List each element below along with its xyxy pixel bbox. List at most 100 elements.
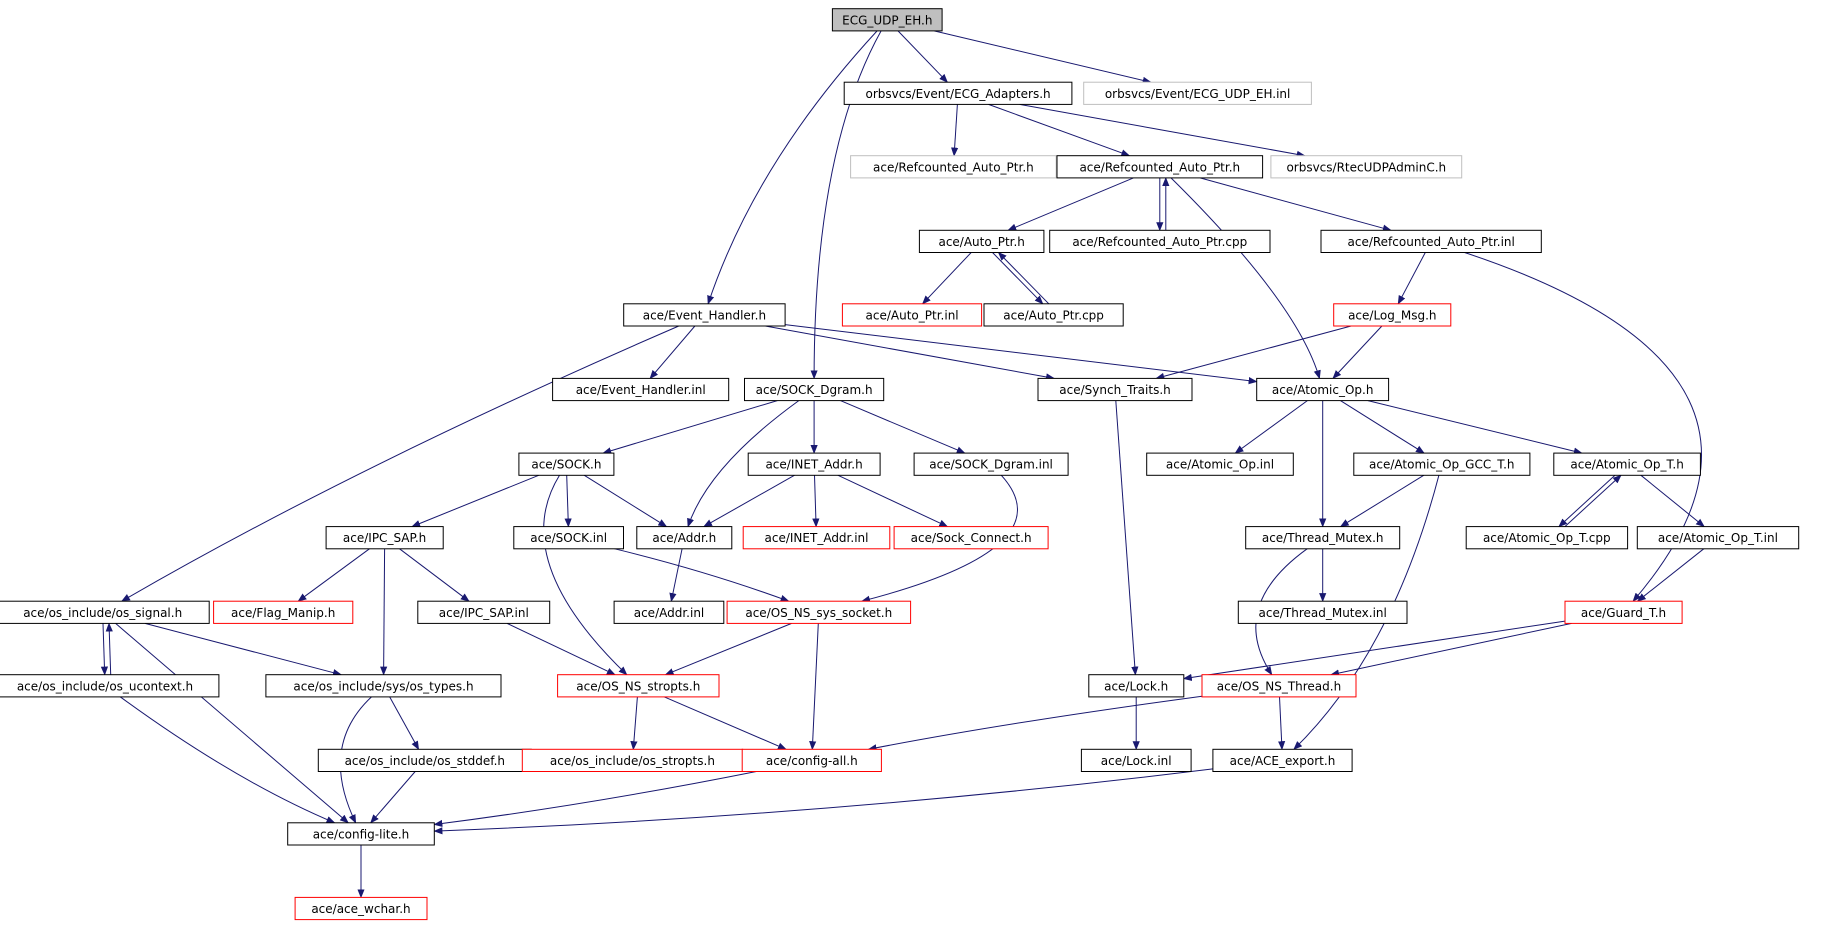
file-node-inet-addr[interactable]: ace/INET_Addr.h xyxy=(747,452,881,476)
node-box xyxy=(1212,748,1353,772)
edge-event-handler-to-os-signal xyxy=(121,325,679,602)
edge-auto-ptr-cpp-to-auto-ptr xyxy=(997,251,1050,305)
edge-log-msg-to-atomic-op xyxy=(1332,325,1383,380)
file-node-config-lite[interactable]: ace/config-lite.h xyxy=(287,822,435,846)
file-node-ecg-adapters[interactable]: orbsvcs/Event/ECG_Adapters.h xyxy=(843,81,1073,105)
node-label: ace/SOCK_Dgram.inl xyxy=(929,458,1053,472)
file-node-ace-export[interactable]: ace/ACE_export.h xyxy=(1212,748,1353,772)
node-box xyxy=(623,303,786,327)
edge-guard-t-to-lock xyxy=(1182,620,1566,681)
file-node-thread-mutex[interactable]: ace/Thread_Mutex.h xyxy=(1245,526,1401,550)
node-label: ace/Lock.h xyxy=(1104,679,1168,693)
file-node-lock-inl[interactable]: ace/Lock.inl xyxy=(1080,748,1192,772)
file-node-addr-inl[interactable]: ace/Addr.inl xyxy=(613,600,725,624)
edge-atomic-gcc-to-ace-export xyxy=(1293,475,1440,750)
node-label: ace/OS_NS_Thread.h xyxy=(1217,679,1341,693)
file-node-addr[interactable]: ace/Addr.h xyxy=(636,526,733,550)
edge-ace-export-to-config-lite xyxy=(433,768,1213,835)
node-box xyxy=(1256,377,1390,402)
node-box xyxy=(1080,748,1192,772)
node-label: ace/IPC_SAP.h xyxy=(343,531,426,545)
file-node-event-handler-inl[interactable]: ace/Event_Handler.inl xyxy=(552,377,730,402)
file-node-refc-cpp[interactable]: ace/Refcounted_Auto_Ptr.cpp xyxy=(1049,229,1271,254)
edge-root-to-ecg-adapters xyxy=(897,30,949,83)
file-node-config-all[interactable]: ace/config-all.h xyxy=(741,748,882,772)
file-node-ipc-sap[interactable]: ace/IPC_SAP.h xyxy=(325,526,444,550)
node-label: orbsvcs/Event/ECG_Adapters.h xyxy=(866,87,1051,101)
node-label: ace/Addr.inl xyxy=(634,606,705,620)
file-node-os-ns-stropts[interactable]: ace/OS_NS_stropts.h xyxy=(557,674,720,698)
file-node-sock[interactable]: ace/SOCK.h xyxy=(518,452,615,476)
node-box xyxy=(265,674,502,698)
edge-os-signal-to-os-ucontext xyxy=(100,623,109,676)
file-node-sock-dgram-inl[interactable]: ace/SOCK_Dgram.inl xyxy=(913,452,1069,476)
file-node-flag-manip[interactable]: ace/Flag_Manip.h xyxy=(213,600,354,624)
file-node-os-stropts[interactable]: ace/os_include/os_stropts.h xyxy=(521,748,744,772)
file-node-thread-mutex-inl[interactable]: ace/Thread_Mutex.inl xyxy=(1237,600,1408,624)
file-node-ipc-sap-inl[interactable]: ace/IPC_SAP.inl xyxy=(417,600,551,624)
node-label: ace/config-lite.h xyxy=(313,827,410,841)
file-node-sock-dgram[interactable]: ace/SOCK_Dgram.h xyxy=(744,377,885,402)
node-box xyxy=(1049,229,1271,254)
node-box xyxy=(518,452,615,476)
file-node-log-msg[interactable]: ace/Log_Msg.h xyxy=(1333,303,1452,327)
node-label: ace/os_include/os_stropts.h xyxy=(550,754,715,768)
node-label: ace/SOCK.inl xyxy=(530,531,607,545)
file-node-inet-addr-inl[interactable]: ace/INET_Addr.inl xyxy=(742,526,891,550)
file-node-ace-wchar[interactable]: ace/ace_wchar.h xyxy=(294,896,428,921)
edge-refc-inl-to-log-msg xyxy=(1397,252,1426,305)
edge-atomic-gcc-to-thread-mutex xyxy=(1339,474,1425,528)
file-node-lock[interactable]: ace/Lock.h xyxy=(1088,674,1185,698)
file-node-refc-inl[interactable]: ace/Refcounted_Auto_Ptr.inl xyxy=(1320,229,1542,254)
node-label: ace/os_include/os_stddef.h xyxy=(345,754,505,768)
edge-event-handler-to-atomic-op xyxy=(785,324,1258,385)
node-label: ace/Refcounted_Auto_Ptr.h xyxy=(1079,160,1240,174)
node-box xyxy=(1088,674,1185,698)
node-box xyxy=(1245,526,1401,550)
node-box xyxy=(1237,600,1408,624)
node-label: orbsvcs/RtecUDPAdminC.h xyxy=(1286,160,1446,174)
node-box xyxy=(1465,526,1629,550)
edge-atomic-op-to-atomic-op-inl xyxy=(1234,400,1308,454)
file-node-guard-t[interactable]: ace/Guard_T.h xyxy=(1564,600,1683,624)
file-node-refc[interactable]: ace/Refcounted_Auto_Ptr.h xyxy=(1056,155,1264,179)
file-node-os-ucontext[interactable]: ace/os_include/os_ucontext.h xyxy=(0,674,220,698)
node-label: ECG_UDP_EH.h xyxy=(842,13,932,27)
node-box xyxy=(0,600,210,624)
file-node-atomic-op[interactable]: ace/Atomic_Op.h xyxy=(1256,377,1390,402)
file-node-atomic-t-cpp[interactable]: ace/Atomic_Op_T.cpp xyxy=(1465,526,1629,550)
node-label: ace/Refcounted_Auto_Ptr.cpp xyxy=(1072,235,1247,249)
edge-auto-ptr-to-auto-ptr-cpp xyxy=(992,252,1044,305)
file-node-event-handler[interactable]: ace/Event_Handler.h xyxy=(623,303,786,327)
file-node-os-ns-sys-socket[interactable]: ace/OS_NS_sys_socket.h xyxy=(726,600,912,624)
edge-sock-to-ipc-sap xyxy=(411,474,540,528)
file-node-os-signal[interactable]: ace/os_include/os_signal.h xyxy=(0,600,210,624)
edge-log-msg-to-synch-traits xyxy=(1155,325,1352,380)
node-box xyxy=(417,600,551,624)
file-node-auto-ptr-inl[interactable]: ace/Auto_Ptr.inl xyxy=(841,303,983,327)
file-node-auto-ptr[interactable]: ace/Auto_Ptr.h xyxy=(918,229,1045,254)
node-label: ace/Event_Handler.inl xyxy=(576,383,706,397)
edge-sock-dgram-to-sock-dgram-inl xyxy=(840,400,966,454)
file-node-root[interactable]: ECG_UDP_EH.h xyxy=(831,8,943,32)
file-node-atomic-gcc[interactable]: ace/Atomic_Op_GCC_T.h xyxy=(1353,452,1531,476)
edge-sock-dgram-to-addr xyxy=(687,400,800,528)
file-node-sock-inl[interactable]: ace/SOCK.inl xyxy=(513,526,624,550)
node-box xyxy=(513,526,624,550)
file-node-os-types[interactable]: ace/os_include/sys/os_types.h xyxy=(265,674,502,698)
file-node-os-ns-thread[interactable]: ace/OS_NS_Thread.h xyxy=(1201,674,1357,698)
file-node-synch-traits[interactable]: ace/Synch_Traits.h xyxy=(1037,377,1193,402)
node-label: ace/config-all.h xyxy=(766,754,858,768)
file-node-atomic-op-inl[interactable]: ace/Atomic_Op.inl xyxy=(1146,452,1294,476)
file-node-os-stddef[interactable]: ace/os_include/os_stddef.h xyxy=(317,748,532,772)
file-node-atomic-t-inl[interactable]: ace/Atomic_Op_T.inl xyxy=(1636,526,1800,550)
node-label: ace/OS_NS_sys_socket.h xyxy=(745,606,892,620)
file-node-auto-ptr-cpp[interactable]: ace/Auto_Ptr.cpp xyxy=(983,303,1124,327)
file-node-atomic-t[interactable]: ace/Atomic_Op_T.h xyxy=(1553,452,1701,476)
file-node-sock-connect[interactable]: ace/Sock_Connect.h xyxy=(893,526,1049,550)
edge-os-ns-thread-to-ace-export xyxy=(1278,696,1286,751)
edge-guard-t-to-os-ns-thread xyxy=(1330,622,1572,677)
edge-sock-inl-to-os-ns-sys-socket xyxy=(614,548,790,602)
node-label: ace/IPC_SAP.inl xyxy=(439,606,529,620)
node-box xyxy=(1636,526,1800,550)
